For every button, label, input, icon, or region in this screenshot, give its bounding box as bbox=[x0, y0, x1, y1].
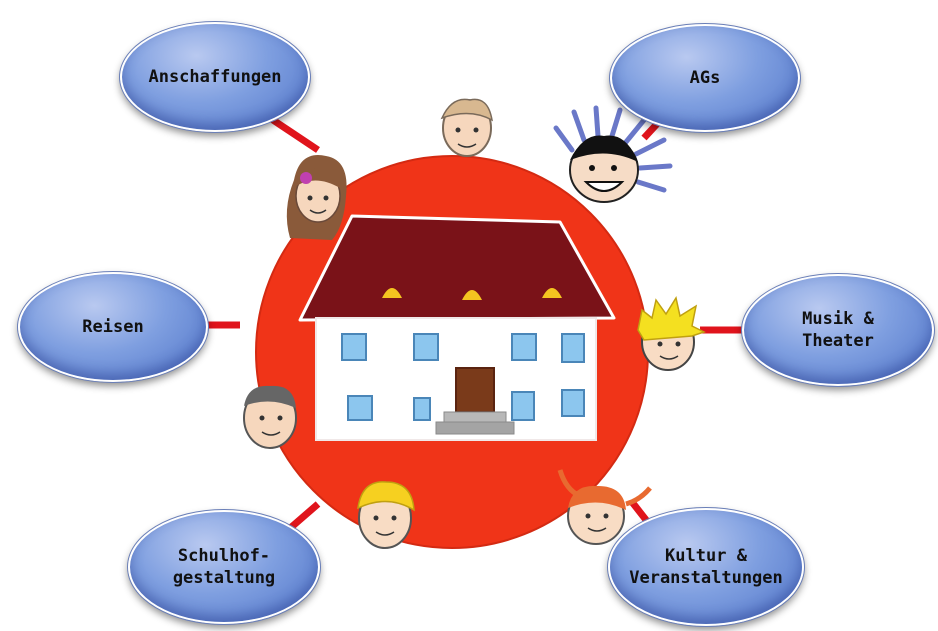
child-face-top bbox=[440, 98, 493, 157]
door bbox=[455, 367, 495, 413]
roof bbox=[298, 214, 616, 322]
child-face-gray-left bbox=[243, 385, 297, 449]
node-label: Schulhof- gestaltung bbox=[172, 546, 276, 588]
node-label: Reisen bbox=[82, 317, 144, 337]
node-anschaffungen: Anschaffungen bbox=[119, 21, 311, 133]
node-schulhofgestaltung: Schulhof- gestaltung bbox=[127, 509, 321, 625]
node-ags: AGs bbox=[609, 23, 801, 133]
window bbox=[347, 395, 373, 421]
node-kultur-veranstaltungen: Kultur & Veranstaltungen bbox=[607, 507, 805, 627]
child-face-yellow-hair bbox=[637, 296, 706, 371]
child-face-blonde-bottom bbox=[357, 481, 415, 549]
connector-schulhof bbox=[285, 501, 321, 533]
window bbox=[561, 333, 585, 363]
door-step bbox=[435, 421, 515, 435]
node-label: Musik & Theater bbox=[802, 309, 874, 351]
node-label: Kultur & Veranstaltungen bbox=[629, 546, 783, 588]
dormer-window-3 bbox=[542, 288, 562, 298]
door-step bbox=[443, 411, 507, 423]
window bbox=[413, 397, 431, 421]
node-reisen: Reisen bbox=[17, 271, 209, 383]
child-face-punk bbox=[553, 105, 673, 203]
child-face-girl-left bbox=[286, 155, 347, 240]
dormer-window-2 bbox=[462, 290, 482, 300]
window bbox=[413, 333, 439, 361]
school-house-icon bbox=[298, 214, 616, 441]
node-musik-theater: Musik & Theater bbox=[741, 273, 935, 387]
connector-anschaffungen bbox=[268, 115, 320, 153]
node-label: Anschaffungen bbox=[148, 67, 282, 87]
child-face-redhead bbox=[557, 469, 652, 545]
window bbox=[561, 389, 585, 417]
window bbox=[511, 333, 537, 361]
node-label: AGs bbox=[689, 68, 721, 88]
dormer-window-1 bbox=[382, 288, 402, 298]
window bbox=[341, 333, 367, 361]
connectors bbox=[208, 109, 745, 533]
window bbox=[511, 391, 535, 421]
